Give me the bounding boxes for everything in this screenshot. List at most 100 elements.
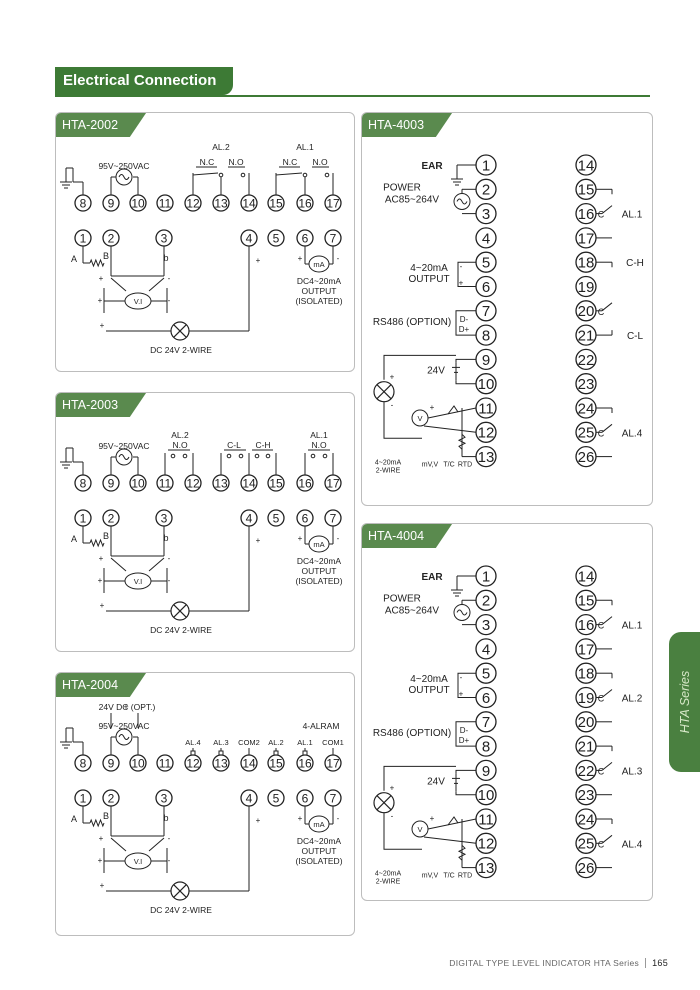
wire-label: 2-WIRE	[376, 879, 401, 886]
terminal-number: 10	[131, 756, 145, 770]
wire	[173, 604, 187, 618]
terminal-number: 4	[246, 791, 253, 805]
wire	[455, 310, 476, 336]
terminal-circle	[296, 194, 314, 212]
v24-label: 24V	[427, 365, 445, 376]
terminal-circle	[324, 474, 342, 492]
label: -	[337, 254, 340, 263]
terminal-number: 1	[80, 511, 87, 525]
terminal-circle	[267, 229, 285, 247]
terminal-number: 12	[186, 756, 200, 770]
label: +	[459, 279, 464, 288]
label: D-	[460, 726, 469, 735]
terminal-circle	[184, 474, 202, 492]
contact-icon	[265, 453, 271, 459]
terminal-number: 12	[186, 196, 200, 210]
terminal-number: 14	[578, 157, 595, 174]
wire	[601, 616, 613, 625]
terminal-number: 21	[578, 739, 595, 756]
label: C	[598, 307, 605, 317]
label: +	[298, 254, 303, 263]
terminal-circle	[475, 638, 497, 660]
wire	[455, 791, 476, 796]
relay-label: C-H	[626, 258, 644, 269]
label: -	[460, 262, 463, 271]
terminal-circle	[74, 474, 92, 492]
wire	[192, 172, 219, 176]
label: N.O	[172, 440, 188, 450]
label: C	[598, 839, 605, 849]
wire	[455, 380, 476, 385]
terminal-number: 9	[108, 756, 115, 770]
output-label: OUTPUT	[408, 274, 449, 285]
label: +	[99, 834, 104, 843]
terminal-number: 3	[482, 617, 490, 634]
wire	[427, 818, 477, 830]
label: AL.1	[297, 738, 312, 747]
wire	[110, 837, 127, 852]
terminal-number: 5	[273, 791, 280, 805]
sine-icon	[118, 734, 130, 740]
terminal-number: 15	[269, 476, 283, 490]
terminal-number: 6	[482, 279, 490, 296]
terminal-number: 13	[214, 196, 228, 210]
terminal-number: 8	[80, 756, 87, 770]
terminal-number: 3	[161, 511, 168, 525]
wire	[376, 795, 392, 811]
wire	[148, 277, 165, 292]
relay-label: AL.1	[622, 210, 643, 221]
relay-label: AL.4	[622, 428, 643, 439]
wire	[457, 672, 476, 698]
wire	[601, 834, 613, 844]
terminal-number: 23	[578, 787, 595, 804]
terminal-number: 3	[161, 791, 168, 805]
wire	[455, 358, 476, 363]
meter-label: V.I	[134, 577, 142, 586]
label: C	[598, 694, 605, 704]
terminal-number: 12	[478, 836, 495, 853]
terminal-circle	[575, 275, 597, 298]
side-tab-label: HTA Series	[677, 670, 692, 734]
dc-wire-label: DC 24V 2-WIRE	[150, 625, 212, 635]
terminal-number: 10	[478, 787, 495, 804]
terminal-number: 24	[578, 400, 595, 417]
terminal-number: 6	[302, 511, 309, 525]
terminal-circle	[156, 194, 174, 212]
terminal-circle	[129, 194, 147, 212]
label: COM2	[238, 738, 260, 747]
sine-icon	[456, 609, 468, 616]
contact-icon	[182, 453, 188, 459]
terminal-number: 14	[578, 568, 595, 585]
wire	[601, 302, 613, 312]
section-title-underline	[55, 95, 650, 97]
terminal-number: 11	[478, 811, 494, 828]
power-label: 95V~250VAC	[98, 161, 149, 171]
terminal-circle	[324, 194, 342, 212]
terminal-number: 11	[478, 400, 494, 417]
terminal-number: 12	[186, 476, 200, 490]
input-label: RTD	[458, 462, 472, 469]
terminal-number: 7	[330, 511, 337, 525]
wire	[601, 762, 613, 771]
series-side-tab[interactable]: HTA Series	[669, 632, 700, 772]
resistor-icon	[89, 818, 105, 828]
terminal-number: 22	[578, 352, 595, 369]
label: +	[98, 576, 103, 585]
terminal-number: 9	[482, 763, 490, 780]
terminal-number: 11	[159, 196, 172, 210]
terminal-number: 17	[578, 230, 595, 247]
relay-label: AL.4	[622, 839, 643, 850]
contact-icon	[226, 453, 232, 459]
terminal-number: 2	[108, 791, 115, 805]
label: AL.2	[171, 430, 189, 440]
terminal-number: 25	[578, 425, 595, 442]
wiring-diagram: 1234567891011121314151617181920212223242…	[373, 154, 644, 475]
terminal-number: 26	[578, 449, 595, 466]
terminal-circle	[212, 474, 230, 492]
contact-icon	[322, 453, 328, 459]
power-label: POWER	[383, 182, 421, 193]
